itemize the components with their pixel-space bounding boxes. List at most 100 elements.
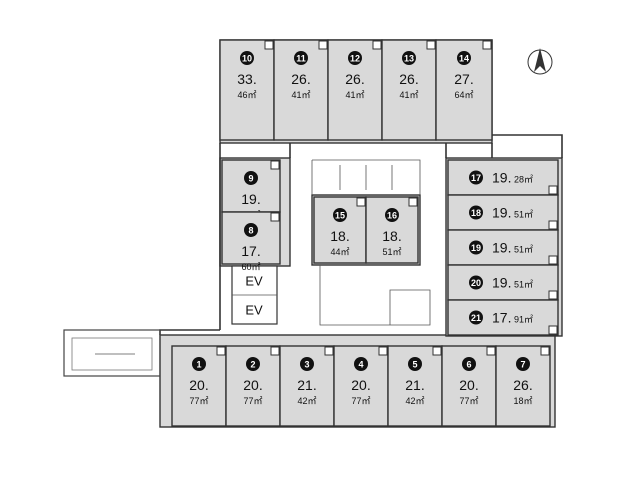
- room-14-number: 14: [459, 54, 469, 64]
- elevator-label-2: EV: [245, 303, 263, 318]
- room-12-column: [372, 40, 382, 50]
- room-18-area-sub: 51㎡: [514, 210, 533, 220]
- room-7-column: [540, 346, 550, 356]
- room-5-column: [432, 346, 442, 356]
- room-3-area-main: 21.: [297, 377, 316, 393]
- room-20-area-main: 19.: [492, 275, 511, 291]
- room-10-area-main: 33.: [237, 71, 256, 87]
- room-19-badge: [469, 240, 483, 255]
- room-17-area-main: 19.: [492, 170, 511, 186]
- room-13-area-sub: 41㎡: [399, 90, 418, 100]
- room-3-column: [324, 346, 334, 356]
- room-8-column: [270, 212, 280, 222]
- room-10-column: [264, 40, 274, 50]
- balcony-outline: [492, 134, 563, 158]
- room-15-area-main: 18.: [330, 228, 349, 244]
- room-14-area-main: 27.: [454, 71, 473, 87]
- room-5-area-main: 21.: [405, 377, 424, 393]
- room-6-badge: [462, 357, 476, 371]
- room-21-area-sub: 91㎡: [514, 315, 533, 325]
- room-17: [447, 159, 559, 196]
- elevator-label-1: EV: [245, 274, 263, 289]
- room-12-number: 12: [350, 54, 360, 64]
- room-9-area-main: 19.: [241, 191, 260, 207]
- room-13-column: [426, 40, 436, 50]
- room-14-badge: [457, 51, 471, 65]
- room-15-number: 15: [335, 211, 345, 221]
- room-20-column: [548, 290, 558, 300]
- room-17-column: [548, 185, 558, 195]
- room-4-area-main: 20.: [351, 377, 370, 393]
- room-21-number: 21: [471, 313, 481, 323]
- room-18: [447, 194, 559, 231]
- room-11-badge: [294, 51, 308, 65]
- corridor-wall-west: [159, 143, 221, 335]
- room-4-badge: [354, 357, 368, 371]
- room-11-area-sub: 41㎡: [291, 90, 310, 100]
- room-2-area-main: 20.: [243, 377, 262, 393]
- room-11-column: [318, 40, 328, 50]
- corridor-wall-north: [289, 143, 493, 158]
- room-10-badge: [240, 51, 254, 65]
- utility-partitions: [339, 165, 393, 190]
- north-arrow-icon: [527, 48, 553, 75]
- room-5-number: 5: [412, 360, 417, 370]
- room-3-area-sub: 42㎡: [297, 396, 316, 406]
- room-8: [221, 211, 281, 265]
- room-2-badge: [246, 357, 260, 371]
- room-20-area-sub: 51㎡: [514, 280, 533, 290]
- room-19-area-sub: 51㎡: [514, 245, 533, 255]
- stair-area: [319, 265, 431, 326]
- room-6-area-sub: 77㎡: [459, 396, 478, 406]
- room-13-number: 13: [404, 54, 414, 64]
- room-5-badge: [408, 357, 422, 371]
- room-16-column: [408, 197, 418, 207]
- room-18-area-main: 19.: [492, 205, 511, 221]
- room-7-number: 7: [520, 360, 525, 370]
- room-9-column: [270, 160, 280, 170]
- room-21-column: [548, 325, 558, 335]
- entrance-ramp-inner: [71, 337, 153, 371]
- room-2-number: 2: [250, 360, 255, 370]
- room-14-column: [482, 40, 492, 50]
- room-12-area-main: 26.: [345, 71, 364, 87]
- room-18-number: 18: [471, 208, 481, 218]
- room-16-area-main: 18.: [382, 228, 401, 244]
- room-17-badge: [469, 170, 483, 185]
- room-1-number: 1: [196, 360, 201, 370]
- room-16-badge: [385, 208, 399, 222]
- entrance-ramp: [63, 329, 161, 377]
- room-21-area-main: 17.: [492, 310, 511, 326]
- room-7-area-main: 26.: [513, 377, 532, 393]
- room-1-column: [216, 346, 226, 356]
- room-10-number: 10: [242, 54, 252, 64]
- room-11-area-main: 26.: [291, 71, 310, 87]
- room-3-badge: [300, 357, 314, 371]
- utility-block: [311, 159, 421, 195]
- room-7-area-sub: 18㎡: [513, 396, 532, 406]
- room-1-area-sub: 77㎡: [189, 396, 208, 406]
- room-16-number: 16: [387, 211, 397, 221]
- room-8-area-sub: 60㎡: [241, 262, 260, 272]
- room-4-number: 4: [358, 360, 363, 370]
- room-13-badge: [402, 51, 416, 65]
- room-14-area-sub: 64㎡: [454, 90, 473, 100]
- room-21-badge: [469, 310, 483, 325]
- room-5-area-sub: 42㎡: [405, 396, 424, 406]
- room-4-column: [378, 346, 388, 356]
- room-9-badge: [244, 171, 258, 185]
- room-9-number: 9: [248, 174, 253, 184]
- room-15-column: [356, 197, 366, 207]
- room-20-number: 20: [471, 278, 481, 288]
- room-17-area-sub: 28㎡: [514, 175, 533, 185]
- room-10-area-sub: 46㎡: [237, 90, 256, 100]
- room-19-column: [548, 255, 558, 265]
- room-17-number: 17: [471, 173, 481, 183]
- room-2-area-sub: 77㎡: [243, 396, 262, 406]
- room-7-badge: [516, 357, 530, 371]
- room-6-number: 6: [466, 360, 471, 370]
- room-21: [447, 299, 559, 336]
- room-19-number: 19: [471, 243, 481, 253]
- room-19-area-main: 19.: [492, 240, 511, 256]
